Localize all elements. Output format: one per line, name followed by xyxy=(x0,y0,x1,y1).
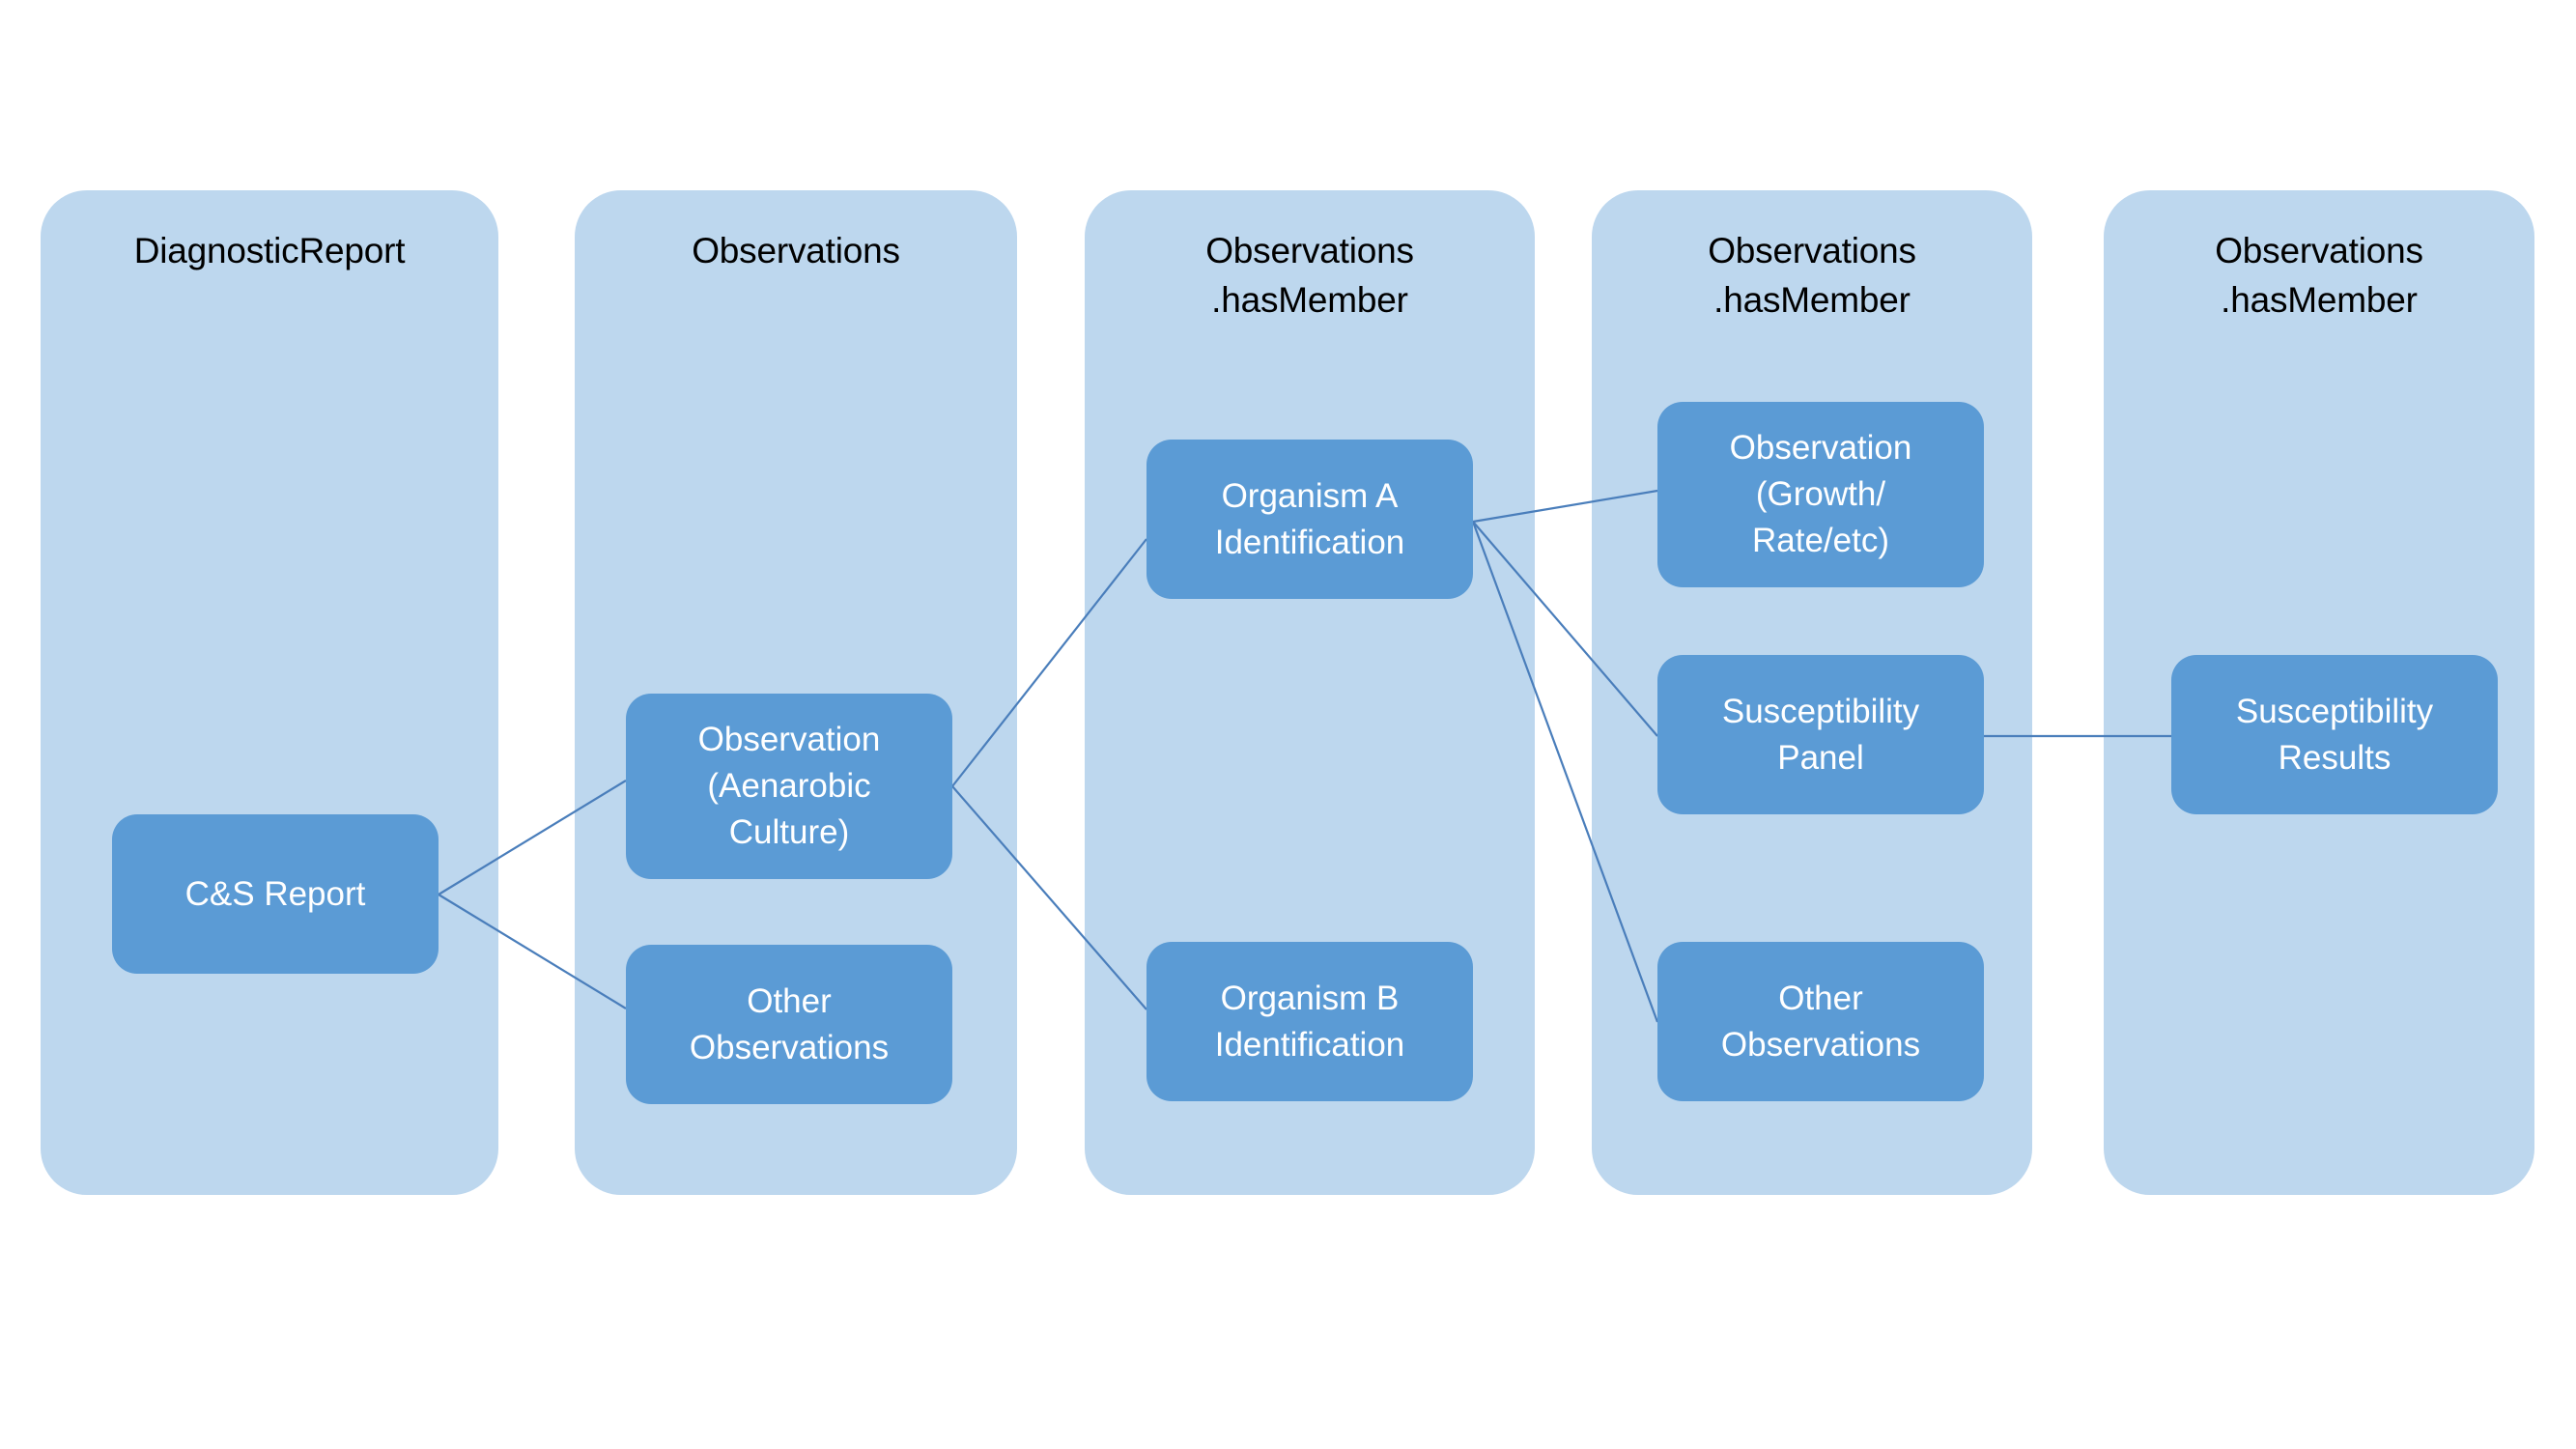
node-organism-b-identification[interactable]: Organism B Identification xyxy=(1146,942,1473,1101)
panel-title-hasmember-3: Observations .hasMember xyxy=(2215,231,2423,320)
node-organism-a-identification[interactable]: Organism A Identification xyxy=(1146,440,1473,599)
node-susceptibility-results[interactable]: Susceptibility Results xyxy=(2171,655,2498,814)
node-susceptibility-panel[interactable]: Susceptibility Panel xyxy=(1657,655,1984,814)
panel-title-observations: Observations xyxy=(692,231,900,270)
panel-title-hasmember-2: Observations .hasMember xyxy=(1708,231,1916,320)
panel-title-diagnosticreport: DiagnosticReport xyxy=(133,231,406,270)
node-cs-report[interactable]: C&S Report xyxy=(112,814,439,974)
swimlane-panel-diagnosticreport: DiagnosticReport xyxy=(41,190,498,1195)
node-other-observations-column2[interactable]: Other Observations xyxy=(626,945,952,1104)
node-observation-growth-rate-etc[interactable]: Observation (Growth/ Rate/etc) xyxy=(1657,402,1984,587)
node-observation-aenarobic-culture[interactable]: Observation (Aenarobic Culture) xyxy=(626,694,952,879)
panel-title-hasmember-1: Observations .hasMember xyxy=(1205,231,1414,320)
node-other-observations-column4[interactable]: Other Observations xyxy=(1657,942,1984,1101)
